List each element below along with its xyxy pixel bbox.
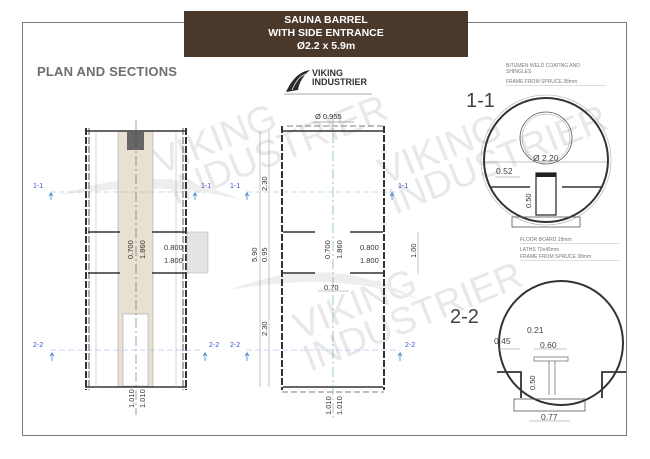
material-note: FLOOR BOARD 18mm bbox=[520, 237, 620, 244]
bench bbox=[497, 371, 522, 398]
dimension-label: 0.21 bbox=[527, 325, 544, 335]
cut-label: 1-1 bbox=[398, 183, 408, 190]
cut-label: 2-2 bbox=[209, 342, 219, 349]
dimension-label: 0.52 bbox=[496, 166, 513, 176]
heater bbox=[535, 172, 557, 216]
arrow-icon bbox=[397, 351, 403, 361]
watermark-swoosh bbox=[230, 272, 420, 300]
dimension-label: 0.700 bbox=[323, 240, 332, 259]
dimension-label: 2.30 bbox=[260, 176, 269, 191]
section-1-1: Ø 2.20 0.52 0.50 bbox=[480, 94, 612, 228]
dimension-label: 1.800 bbox=[164, 256, 183, 265]
material-note: LATHS 70x45mm bbox=[520, 247, 560, 253]
plan-dimensioned: Ø 0.955 5.90 2.30 0.95 2.30 0.700 1.860 … bbox=[230, 112, 419, 420]
window bbox=[519, 111, 573, 165]
title-block: SAUNA BARREL WITH SIDE ENTRANCE Ø2.2 x 5… bbox=[184, 11, 468, 57]
dimension-label: 1.00 bbox=[409, 243, 418, 258]
material-note: FRAME FROM SPRUCE 38mm bbox=[506, 79, 606, 86]
dimension-label: 1.860 bbox=[138, 240, 147, 259]
dimension-label: 1.010 bbox=[335, 396, 344, 415]
base-support bbox=[511, 216, 581, 228]
title-line-1: SAUNA BARREL bbox=[284, 14, 368, 26]
table-top bbox=[533, 356, 569, 362]
arrow-icon bbox=[244, 191, 250, 200]
watermark-swoosh bbox=[60, 178, 240, 200]
dimension-label: Ø 0.955 bbox=[315, 112, 342, 121]
dimension-label: Ø 2.20 bbox=[533, 153, 559, 163]
dimension-label: 5.90 bbox=[250, 247, 259, 262]
arrow-icon bbox=[244, 351, 250, 361]
dimension-label: 1.010 bbox=[324, 396, 333, 415]
dimension-label: 0.800 bbox=[360, 243, 379, 252]
dimension-label: 0.77 bbox=[541, 412, 558, 422]
logo-line-1: VIKING bbox=[312, 68, 344, 78]
dimension-label: 2.30 bbox=[260, 321, 269, 336]
dimension-label: 1.010 bbox=[127, 389, 136, 408]
cut-label: 1-1 bbox=[230, 183, 240, 190]
page-heading: PLAN AND SECTIONS bbox=[37, 64, 178, 79]
heater-icon bbox=[127, 132, 144, 150]
arrow-icon bbox=[389, 191, 395, 200]
dimension-label: 0.95 bbox=[260, 247, 269, 262]
dimension-label: 1.860 bbox=[335, 240, 344, 259]
section-label: 1-1 bbox=[466, 90, 495, 112]
section-2-2: 0.21 0.45 0.60 0.50 0.77 bbox=[494, 280, 626, 422]
entrance-porch bbox=[186, 231, 209, 274]
title-line-2: WITH SIDE ENTRANCE bbox=[268, 27, 384, 39]
logo-line-2: INDUSTRIER bbox=[312, 77, 368, 87]
dimension-label: 0.50 bbox=[524, 193, 533, 208]
plan-furnished: 1-1 1-1 2-2 2-2 0.700 1.860 0.800 1.800 … bbox=[33, 120, 219, 415]
cut-label: 2-2 bbox=[33, 342, 43, 349]
dimension-label: 0.700 bbox=[126, 240, 135, 259]
base-support bbox=[513, 398, 586, 412]
dimension-label: 1.010 bbox=[138, 389, 147, 408]
cut-label: 2-2 bbox=[230, 342, 240, 349]
barrel-shell bbox=[498, 280, 624, 406]
dimension-label: 0.60 bbox=[540, 340, 557, 350]
arrow-icon bbox=[49, 351, 55, 361]
arrow-icon bbox=[48, 191, 54, 200]
cut-label: 1-1 bbox=[33, 183, 43, 190]
arrow-icon bbox=[202, 351, 208, 361]
dimension-label: 0.70 bbox=[324, 283, 339, 292]
dimension-label: 0.45 bbox=[494, 336, 511, 346]
barrel-outer bbox=[480, 94, 612, 226]
logo: VIKING INDUSTRIER bbox=[312, 69, 367, 87]
cut-label: 1-1 bbox=[201, 183, 211, 190]
title-line-3: Ø2.2 x 5.9m bbox=[296, 40, 356, 52]
material-note: BITUMEN WELD COATING AND SHINGLES bbox=[506, 63, 580, 75]
dimension-label: 1.800 bbox=[360, 256, 379, 265]
material-note: FRAME FROM SPRUCE 38mm bbox=[520, 254, 620, 261]
bench bbox=[601, 371, 626, 398]
heater-top bbox=[536, 173, 556, 177]
logo-icon bbox=[284, 70, 372, 95]
section-label: 2-2 bbox=[450, 306, 479, 328]
dimension-label: 0.50 bbox=[528, 375, 537, 390]
barrel-shell bbox=[483, 97, 609, 223]
arrow-icon bbox=[192, 191, 198, 200]
cut-label: 2-2 bbox=[405, 342, 415, 349]
dimension-label: 0.800 bbox=[164, 243, 183, 252]
